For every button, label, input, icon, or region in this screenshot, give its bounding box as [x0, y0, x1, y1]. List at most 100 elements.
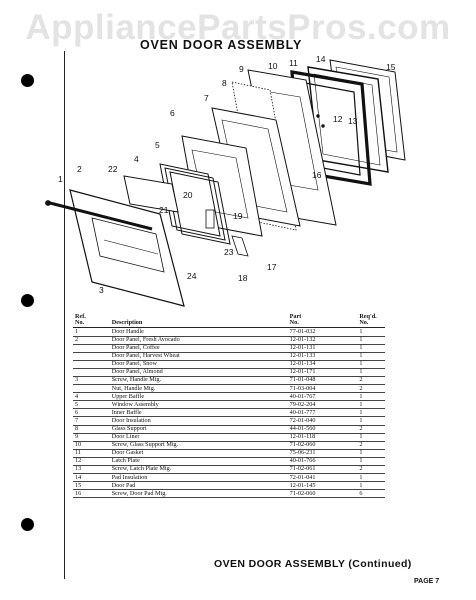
cell-ref [73, 384, 110, 394]
cell-part-no: 72-01-041 [287, 473, 358, 483]
binder-hole-middle [21, 294, 34, 307]
callout-10: 10 [268, 61, 278, 71]
cell-ref: 3 [73, 376, 110, 386]
header-description: Description [109, 314, 288, 329]
header-reqd-no: Req'd.No. [357, 313, 385, 329]
cell-part-no: 40-01-767 [287, 392, 358, 402]
callout-labels: 1 2 3 4 5 6 7 8 9 10 11 12 13 14 15 16 1… [58, 54, 396, 295]
cell-part-no: 40-01-766 [287, 457, 358, 467]
cell-description: Pad Insulation [109, 473, 288, 483]
callout-2: 2 [77, 164, 82, 174]
cell-ref: 4 [73, 392, 110, 402]
cell-reqd: 1 [357, 449, 385, 458]
callout-18: 18 [238, 273, 248, 283]
cell-part-no: 71-02-061 [287, 465, 358, 475]
callout-12: 12 [333, 114, 343, 124]
callout-1: 1 [58, 174, 63, 184]
cell-description: Window Assembly [109, 400, 288, 410]
cell-ref: 2 [73, 336, 110, 345]
cell-part-no: 79-02-204 [287, 400, 358, 410]
callout-3: 3 [99, 285, 104, 295]
cell-reqd: 1 [357, 408, 385, 418]
cell-description: Door Gasket [109, 449, 288, 458]
page-frame-line [64, 51, 65, 579]
cell-description: Upper Baffle [109, 392, 288, 402]
callout-24: 24 [187, 271, 197, 281]
cell-ref: 13 [73, 465, 110, 475]
cell-part-no: 75-06-231 [287, 449, 358, 458]
page-title: OVEN DOOR ASSEMBLY [140, 38, 303, 52]
cell-reqd: 1 [357, 327, 385, 337]
cell-part-no: 12-01-132 [287, 336, 358, 345]
cell-ref [73, 344, 110, 353]
binder-hole-bottom [21, 518, 34, 531]
callout-4: 4 [134, 154, 139, 164]
cell-reqd: 1 [357, 336, 385, 345]
exploded-door-diagram: 1 2 3 4 5 6 7 8 9 10 11 12 13 14 15 16 1… [45, 54, 406, 307]
cell-ref: 1 [73, 327, 110, 337]
glass-support-brackets [205, 209, 249, 257]
cell-ref: 7 [73, 416, 110, 426]
cell-part-no: 71-02-060 [287, 489, 358, 499]
cell-part-no: 71-03-004 [287, 384, 358, 394]
cell-description: Door Panel, Snow [109, 360, 288, 369]
binder-hole-top [21, 74, 34, 87]
cell-ref: 9 [73, 433, 110, 442]
cell-description: Door Panel, Fresh Avocado [109, 336, 288, 345]
cell-description: Glass Support [109, 425, 288, 434]
upper-baffle [123, 175, 179, 213]
cell-reqd: 1 [357, 392, 385, 402]
callout-23: 23 [224, 247, 234, 257]
cell-reqd: 2 [357, 376, 385, 386]
callout-13: 13 [348, 116, 358, 126]
cell-part-no: 40-01-777 [287, 408, 358, 418]
cell-part-no: 71-01-048 [287, 376, 358, 386]
cell-description: Latch Plate [109, 457, 288, 467]
cell-ref [73, 368, 110, 377]
cell-description: Door Handle [109, 327, 288, 337]
cell-ref: 15 [73, 481, 110, 491]
header-ref: Ref.No. [73, 313, 110, 329]
cell-reqd: 1 [357, 473, 385, 483]
cell-reqd: 1 [357, 416, 385, 426]
cell-ref [73, 360, 110, 369]
watermark: AppliancePartsPros.com [25, 8, 451, 47]
cell-reqd: 1 [357, 457, 385, 467]
callout-9: 9 [239, 64, 244, 74]
cell-reqd: 1 [357, 352, 385, 361]
cell-description: Screw, Handle Mtg. [109, 376, 288, 386]
callout-11: 11 [289, 58, 298, 68]
cell-description: Inner Baffle [109, 408, 288, 418]
callout-20: 20 [183, 190, 193, 200]
cell-ref: 11 [73, 449, 110, 458]
cell-ref: 14 [73, 473, 110, 483]
cell-description: Door Liner [109, 433, 288, 442]
callout-19: 19 [233, 211, 243, 221]
cell-description: Nut, Handle Mtg. [109, 384, 288, 394]
cell-reqd: 1 [357, 433, 385, 442]
cell-reqd: 1 [357, 400, 385, 410]
door-panel [69, 189, 185, 307]
cell-part-no: 12-01-171 [287, 368, 358, 377]
cell-ref: 10 [73, 441, 110, 450]
cell-description: Door Insulation [109, 416, 288, 426]
cell-reqd: 1 [357, 360, 385, 369]
